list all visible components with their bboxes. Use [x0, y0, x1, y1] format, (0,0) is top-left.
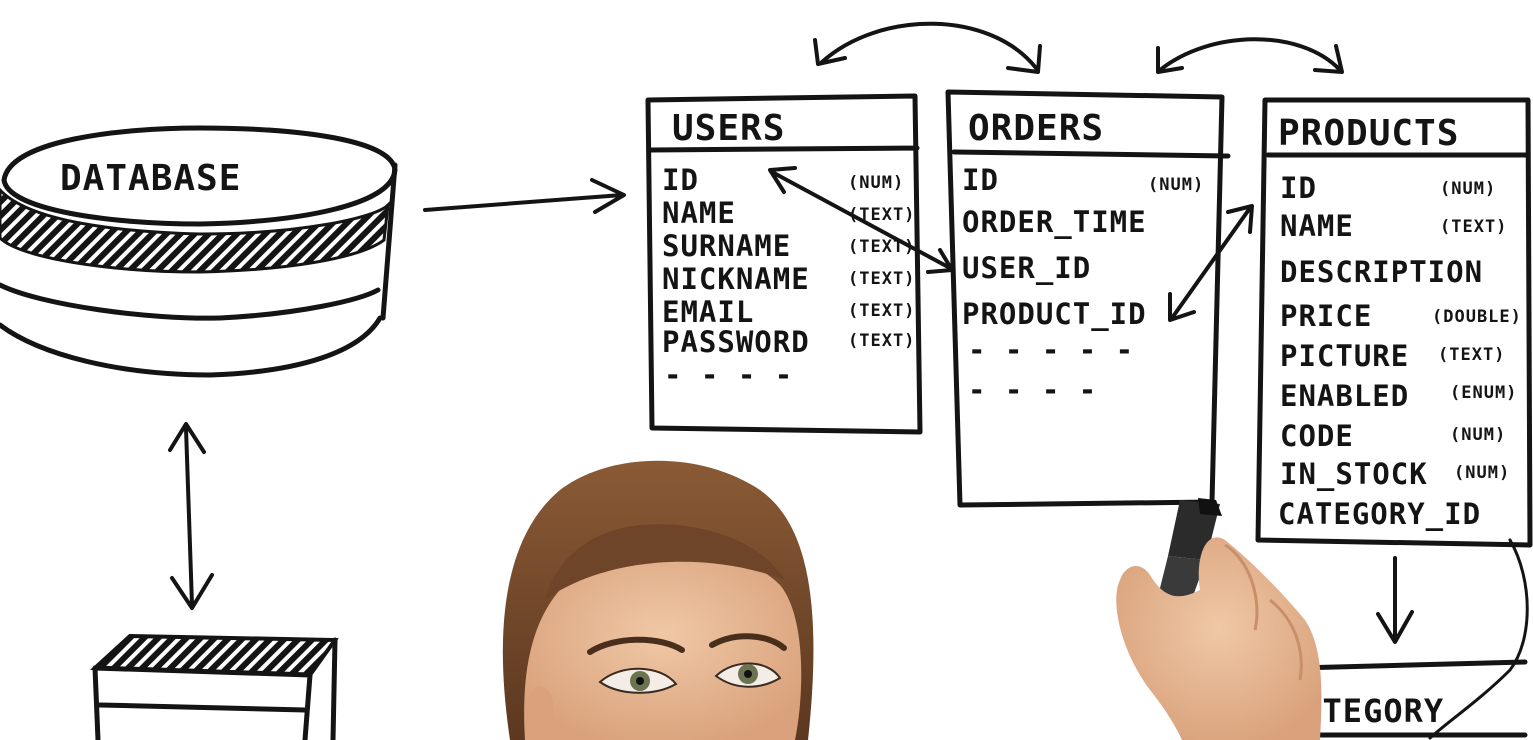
users-table: USERS ID (NUM) NAME (TEXT) SURNAME (TEXT… [645, 93, 923, 435]
database-cylinder: DATABASE [0, 125, 398, 378]
users-field-type: (TEXT) [848, 205, 915, 225]
products-field-name: ENABLED [1280, 379, 1409, 413]
products-field-name: CATEGORY_ID [1278, 497, 1481, 531]
products-table: PRODUCTS ID (NUM) NAME (TEXT) DESCRIPTIO… [1255, 97, 1533, 548]
orders-field-name: PRODUCT_ID [962, 297, 1147, 331]
orders-more: - - - - [968, 373, 1097, 407]
products-field-name: PICTURE [1280, 339, 1409, 373]
left-eye [598, 667, 678, 694]
users-more: - - - - [664, 358, 793, 392]
users-field-type: (TEXT) [848, 269, 915, 289]
products-field-type: (TEXT) [1440, 217, 1507, 237]
users-field-name: ID [662, 163, 699, 197]
users-field-type: (TEXT) [848, 301, 915, 321]
products-field-type: (NUM) [1454, 463, 1510, 483]
users-field-name: NAME [662, 196, 736, 230]
right-eye [714, 662, 782, 688]
orders-more: - - - - - [968, 333, 1134, 367]
users-field-type: (TEXT) [848, 237, 915, 257]
products-fields: ID (NUM) NAME (TEXT) DESCRIPTION PRICE (… [1278, 171, 1522, 531]
database-label: DATABASE [60, 158, 241, 199]
curved-arrow-users-orders [813, 21, 1042, 74]
arrow-product-id-to-products [1168, 204, 1254, 322]
users-field-name: PASSWORD [662, 325, 810, 359]
arrow-users-id-to-user-id [768, 166, 954, 274]
woman-head [502, 460, 814, 740]
arrow-database-to-server [168, 422, 214, 610]
users-field-type: (TEXT) [848, 331, 915, 351]
users-fields: ID (NUM) NAME (TEXT) SURNAME (TEXT) NICK… [662, 163, 915, 359]
products-field-type: (NUM) [1440, 179, 1496, 199]
products-field-name: ID [1280, 171, 1317, 205]
users-field-type: (NUM) [848, 173, 904, 193]
products-field-type: (TEXT) [1438, 345, 1505, 365]
orders-title: ORDERS [968, 108, 1104, 149]
arrow-products-to-category [1376, 556, 1414, 644]
products-field-type: (NUM) [1450, 425, 1506, 445]
orders-field-name: USER_ID [962, 251, 1091, 285]
products-field-name: IN_STOCK [1280, 457, 1428, 491]
orders-fields: ID (NUM) ORDER_TIME USER_ID PRODUCT_ID [962, 163, 1204, 331]
products-field-name: CODE [1280, 419, 1354, 453]
products-field-name: NAME [1280, 209, 1354, 243]
products-field-name: PRICE [1280, 299, 1372, 333]
users-field-name: NICKNAME [662, 262, 810, 296]
users-title: USERS [672, 108, 785, 149]
products-title: PRODUCTS [1278, 113, 1459, 154]
orders-field-type: (NUM) [1148, 175, 1204, 195]
products-field-name: DESCRIPTION [1280, 255, 1483, 289]
orders-table: ORDERS ID (NUM) ORDER_TIME USER_ID PRODU… [945, 89, 1231, 508]
products-field-type: (DOUBLE) [1432, 307, 1522, 327]
curved-arrow-orders-products [1156, 37, 1344, 74]
orders-field-name: ORDER_TIME [962, 205, 1147, 239]
arrow-database-to-users [423, 178, 626, 214]
users-field-name: SURNAME [662, 229, 791, 263]
server-box [90, 633, 339, 740]
orders-field-name: ID [962, 163, 999, 197]
products-field-type: (ENUM) [1450, 383, 1517, 403]
users-field-name: EMAIL [662, 295, 754, 329]
hand-with-marker [1116, 498, 1322, 740]
